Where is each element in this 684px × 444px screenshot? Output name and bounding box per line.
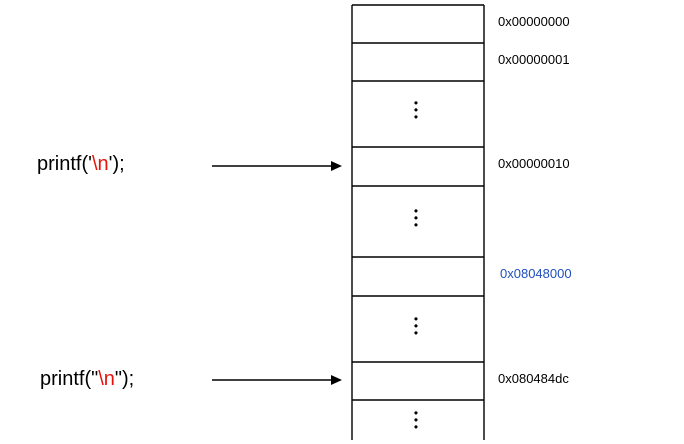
address-label-highlighted: 0x08048000 <box>500 266 572 281</box>
address-label: 0x00000000 <box>498 14 570 29</box>
vertical-ellipsis-icon: ••• <box>413 96 419 124</box>
address-label: 0x00000010 <box>498 156 570 171</box>
address-label: 0x00000001 <box>498 52 570 67</box>
code-sample-string-literal: printf("\n"); <box>40 367 134 391</box>
arrowhead-icon <box>331 375 342 385</box>
code-suffix: '); <box>108 153 125 175</box>
escape-sequence: \n <box>98 368 115 390</box>
vertical-ellipsis-icon: ••• <box>413 312 419 340</box>
pointer-arrows <box>212 161 342 385</box>
code-suffix: "); <box>114 368 135 390</box>
memory-column <box>351 4 485 440</box>
vertical-ellipsis-icon: ••• <box>413 204 419 232</box>
arrowhead-icon <box>331 161 342 171</box>
code-prefix: printf(' <box>37 153 92 175</box>
escape-sequence: \n <box>91 153 109 175</box>
code-sample-char-literal: printf('\n'); <box>37 152 125 176</box>
code-prefix: printf(" <box>40 368 99 390</box>
address-label: 0x080484dc <box>498 371 569 386</box>
vertical-ellipsis-icon: ••• <box>413 406 419 434</box>
